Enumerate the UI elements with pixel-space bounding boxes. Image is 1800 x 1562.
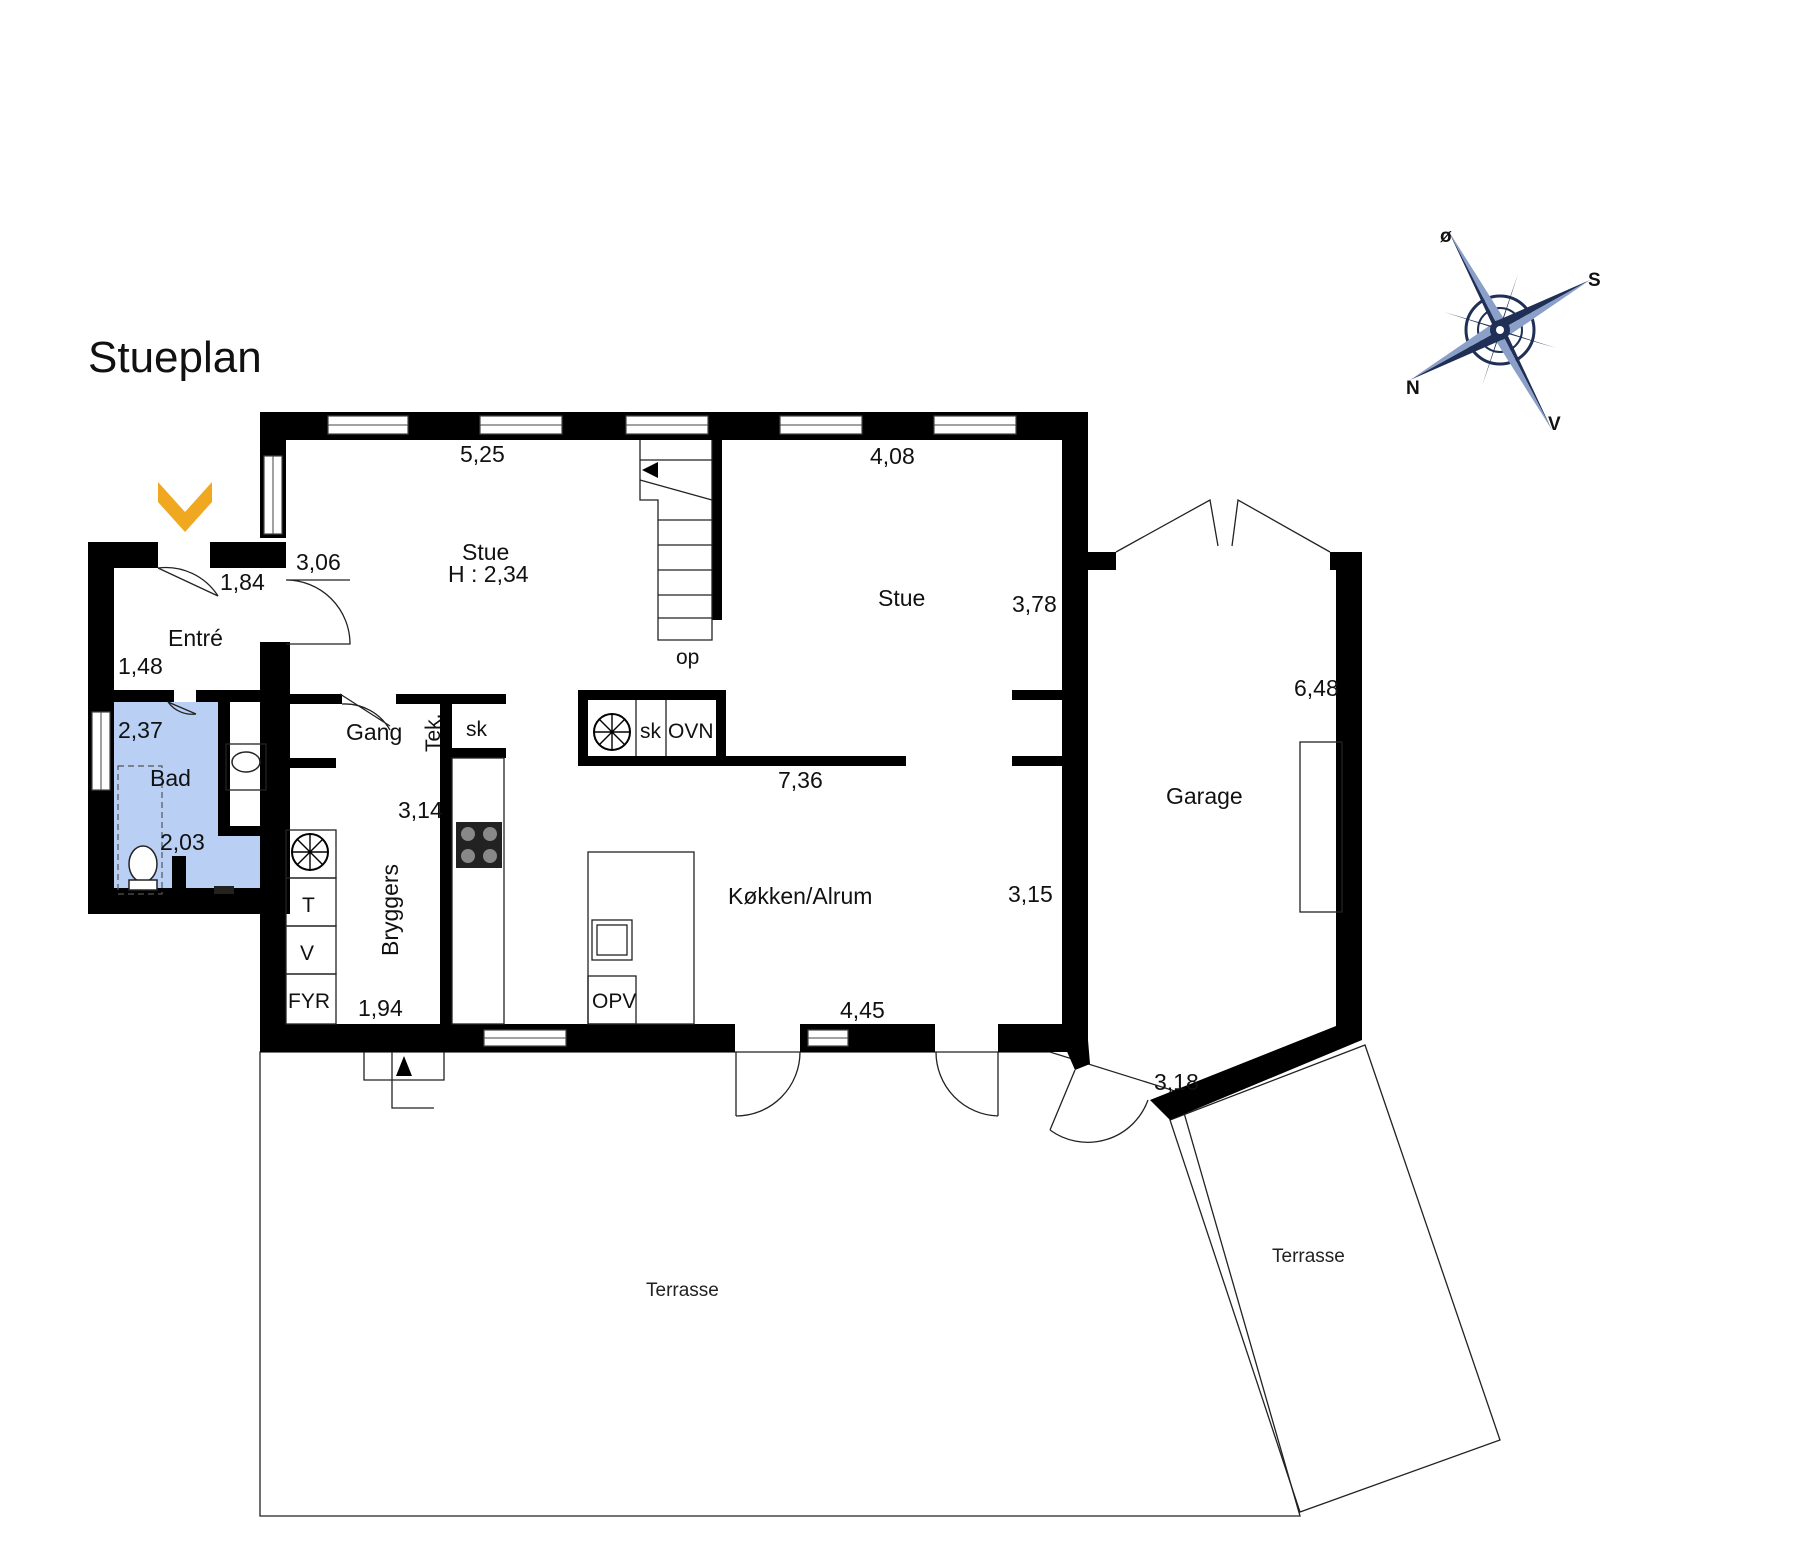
dim-kitchen-door-width: 4,45 [840,997,885,1023]
stove-ovn-label: OVN [668,720,714,743]
stove-sk-label: sk [640,720,662,743]
dim-bryggers-width: 1,94 [358,995,403,1021]
entry-door-arrow-icon [396,1056,412,1076]
dim-kitchen-width: 7,36 [778,767,823,793]
room-label-garage: Garage [1166,783,1243,809]
dim-garage-depth: 6,48 [1294,675,1339,701]
room-label-terrasse-main: Terrasse [646,1280,719,1301]
windows [91,415,1017,1047]
compass-west-label: V [1548,414,1561,435]
tumbler-label: T [302,894,315,917]
room-height-label: H : 2,34 [448,561,529,587]
room-label-entre: Entré [168,625,223,651]
dim-kitchen-depth: 3,15 [1008,881,1053,907]
terrace-main [259,1051,1301,1517]
dim-stue-east-depth: 3,78 [1012,591,1057,617]
bryggers-fixtures [285,829,337,1025]
doors [157,498,1331,1143]
dim-stue-west-width: 5,25 [460,441,505,467]
compass-rose-icon [1410,230,1590,430]
dim-stue-west-depth: 3,06 [296,549,341,575]
dim-bad-depth: 2,03 [160,829,205,855]
washer-label: V [300,942,314,965]
dishwasher-label: OPV [592,990,636,1013]
boiler-label: FYR [288,990,330,1013]
dim-entre-depth: 1,48 [118,653,163,679]
dim-garage-width: 3,18 [1154,1069,1199,1095]
room-label-stue-east: Stue [878,585,925,611]
compass-east-label: ø [1440,226,1452,247]
dim-stue-east-width: 4,08 [870,443,915,469]
compass-north-label: N [1406,378,1420,399]
room-label-bad: Bad [150,765,191,791]
garage-shelf [1299,741,1343,913]
fireplace [593,700,667,756]
room-label-stue-west: Stue [462,539,509,565]
room-label-terrasse-side: Terrasse [1272,1246,1345,1267]
kitchen-counters [451,757,695,1025]
room-label-gang: Gang [346,719,402,745]
stairs-up-label: op [676,646,699,669]
dim-entre-width: 1,84 [220,569,265,595]
bath-fixtures [117,743,267,895]
dim-bryggers-depth: 3,14 [398,797,443,823]
terrace-side [1169,1044,1501,1513]
staircase [639,440,713,641]
plan-title: Stueplan [88,333,262,382]
room-label-sk-closet: sk [466,718,488,741]
room-label-tek: Tek. [422,713,445,752]
room-label-kokken: Køkken/Alrum [728,883,872,909]
dim-bad-width: 2,37 [118,717,163,743]
room-label-bryggers: Bryggers [377,864,403,956]
entrance-arrow-icon [158,482,212,532]
compass-south-label: S [1588,270,1601,291]
